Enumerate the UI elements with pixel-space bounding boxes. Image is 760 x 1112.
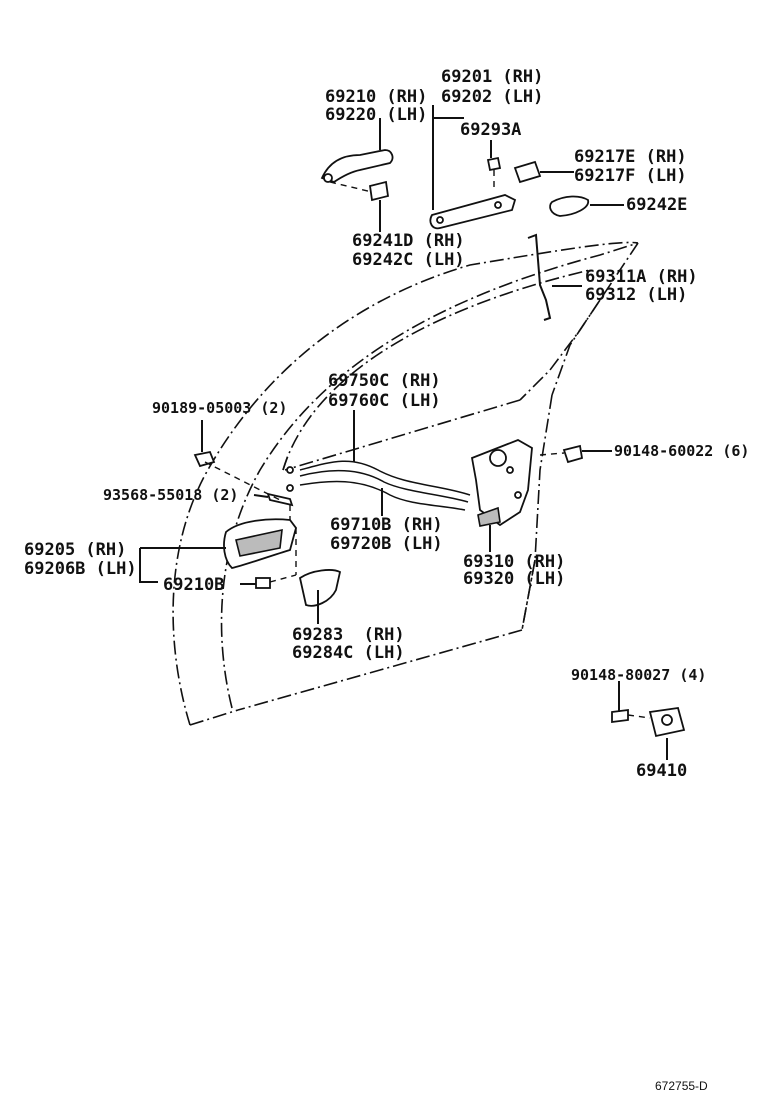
- diagram-code: 672755-D: [655, 1079, 708, 1093]
- cable-lock-label-lh: 69760C (LH): [328, 391, 441, 411]
- clip-part: [193, 450, 216, 468]
- striker-screw-label: 90148-80027 (4): [571, 666, 706, 684]
- inner-handle-label-rh: 69205 (RH): [24, 540, 126, 560]
- inner-handle-part: [223, 518, 297, 569]
- lock-assembly-label-lh: 69320 (LH): [463, 569, 565, 589]
- cable-open-label-rh: 69710B (RH): [330, 515, 443, 535]
- bezel-label-lh: 69284C (LH): [292, 643, 405, 663]
- part-labels: 69210 (RH) 69220 (LH) 69201 (RH) 69202 (…: [24, 67, 749, 1093]
- pad-label: 69242E: [626, 195, 687, 215]
- frame-clip-label: 69293A: [460, 120, 521, 140]
- latch-screw-label: 90148-60022 (6): [614, 442, 749, 460]
- cable-lock-label-rh: 69750C (RH): [328, 371, 441, 391]
- outer-handle-part: [320, 149, 394, 202]
- inner-handle-label-lh: 69206B (LH): [24, 559, 137, 579]
- lock-rod-label-lh: 69312 (LH): [585, 285, 687, 305]
- bezel-label-rh: 69283 (RH): [292, 625, 405, 645]
- control-cables: [286, 460, 471, 511]
- bezel-screw-part: [255, 577, 271, 589]
- latch-screw-part: [562, 444, 584, 464]
- outer-frame-label-rh: 69201 (RH): [441, 67, 543, 87]
- pad-part: [549, 195, 589, 217]
- outer-handle-label-lh: 69220 (LH): [325, 105, 427, 125]
- cap-part: [513, 160, 542, 184]
- door-outline: [172, 241, 639, 726]
- lock-rod-part: [527, 233, 552, 321]
- handle-screw-label: 93568-55018 (2): [103, 486, 238, 504]
- lock-assembly-label-rh: 69310 (RH): [463, 552, 565, 572]
- striker-part: [611, 706, 686, 738]
- outer-frame-label-lh: 69202 (LH): [441, 87, 543, 107]
- door-lock-assembly-part: [470, 439, 533, 527]
- leader-lines: [139, 105, 668, 760]
- handle-pad-label-rh: 69241D (RH): [352, 231, 465, 251]
- cap-label-lh: 69217F (LH): [574, 166, 687, 186]
- striker-label: 69410: [636, 761, 687, 781]
- bezel-part: [298, 569, 342, 607]
- cap-label-rh: 69217E (RH): [574, 147, 687, 167]
- outer-frame-part: [429, 156, 517, 230]
- bezel-screw-label: 69210B: [163, 575, 224, 595]
- cable-open-label-lh: 69720B (LH): [330, 534, 443, 554]
- screw-clip-label: 90189-05003 (2): [152, 399, 287, 417]
- assembly-guides: [204, 170, 651, 719]
- handle-screw-part: [266, 492, 294, 507]
- lock-rod-label-rh: 69311A (RH): [585, 267, 698, 287]
- handle-pad-label-lh: 69242C (LH): [352, 250, 465, 270]
- outer-handle-label-rh: 69210 (RH): [325, 87, 427, 107]
